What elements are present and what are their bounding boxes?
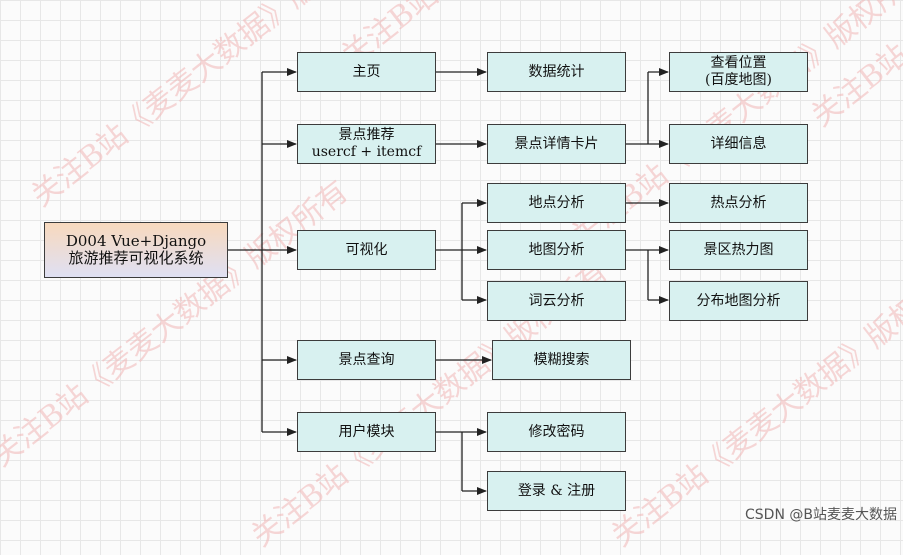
node-recommend-line2: usercf + itemcf [311, 144, 422, 160]
node-map-analysis: 地图分析 [487, 230, 626, 270]
node-login-register: 登录 & 注册 [487, 471, 626, 511]
node-recommend: 景点推荐 usercf + itemcf [297, 124, 436, 164]
node-fuzzy-search: 模糊搜索 [492, 340, 631, 380]
edge-user-branch [436, 431, 463, 491]
node-recommend-line1: 景点推荐 [338, 127, 395, 143]
node-detail-card: 景点详情卡片 [487, 124, 626, 164]
node-query: 景点查询 [297, 340, 436, 380]
edge-map-branch [626, 249, 649, 300]
node-home: 主页 [297, 52, 436, 92]
node-view-location-line2: (百度地图) [705, 72, 772, 88]
node-detail-info: 详细信息 [669, 124, 808, 164]
node-view-location-line1: 查看位置 [710, 55, 767, 71]
node-view-location: 查看位置 (百度地图) [669, 52, 808, 92]
node-change-password: 修改密码 [487, 412, 626, 452]
edge-card-branch [626, 72, 649, 145]
connector-lines [228, 68, 669, 495]
node-place-analysis: 地点分析 [487, 183, 626, 223]
node-visual: 可视化 [297, 230, 436, 270]
node-user: 用户模块 [297, 412, 436, 452]
node-distribution-map: 分布地图分析 [669, 281, 808, 321]
node-stats: 数据统计 [487, 52, 626, 92]
root-title-line2: 旅游推荐可视化系统 [68, 249, 204, 267]
node-hotspot: 热点分析 [669, 183, 808, 223]
root-title-line1: D004 Vue+Django [65, 232, 207, 250]
credit-text: CSDN @B站麦麦大数据 [745, 507, 897, 523]
edge-visual-branch [436, 203, 463, 300]
node-wordcloud: 词云分析 [487, 281, 626, 321]
node-heatmap: 景区热力图 [669, 230, 808, 270]
node-root: D004 Vue+Django 旅游推荐可视化系统 [44, 222, 228, 278]
